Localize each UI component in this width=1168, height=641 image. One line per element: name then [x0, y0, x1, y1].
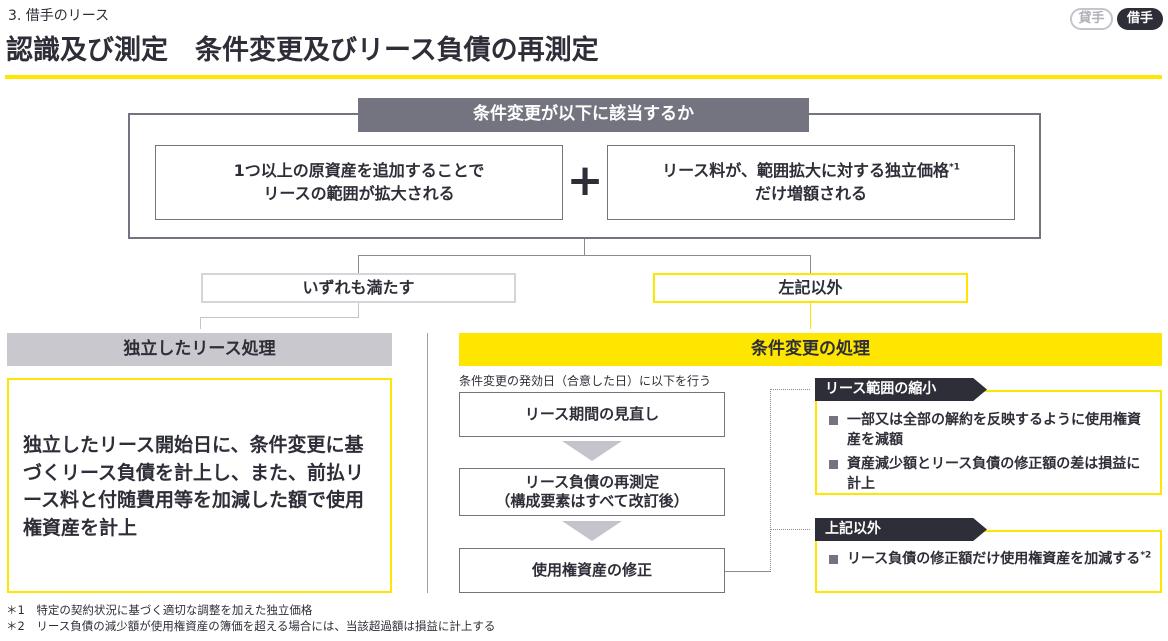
connector [358, 255, 359, 273]
footnote-2: ＊2 リース負債の減少額が使用権資産の簿価を超える場合には、当該超過額は損益に計… [6, 619, 496, 633]
condition-header: 条件変更が以下に該当するか [358, 98, 809, 132]
reduce-box: 一部又は全部の解約を反映するように使用権資産を減額 資産減少額とリース負債の修正… [815, 390, 1162, 495]
page-title: 認識及び測定 条件変更及びリース負債の再測定 [6, 35, 599, 66]
dotted-connector [770, 389, 810, 390]
separate-header: 独立したリース処理 [7, 333, 392, 366]
otherwise-bullet: リース負債の修正額だけ使用権資産を加減する*2 [827, 549, 1152, 569]
otherwise-box: リース負債の修正額だけ使用権資産を加減する*2 [815, 530, 1162, 593]
reduce-bullet: 一部又は全部の解約を反映するように使用権資産を減額 [827, 410, 1152, 451]
down-arrow-icon [562, 441, 622, 461]
step-1: リース期間の見直し [459, 392, 725, 437]
dotted-connector [770, 529, 810, 530]
badge-lessee: 借手 [1117, 8, 1163, 30]
branch-both: いずれも満たす [201, 273, 516, 303]
arrow-line [200, 317, 359, 318]
section-label: 3. 借手のリース [8, 8, 110, 24]
connector [810, 255, 811, 273]
connector [358, 255, 811, 256]
separate-body: 独立したリース開始日に、条件変更に基づくリース負債を計上し、また、前払リース料と… [23, 434, 365, 539]
reduce-tag: リース範囲の縮小 [815, 378, 987, 401]
condition-right-text: リース料が、範囲拡大に対する独立価格 [662, 161, 949, 181]
down-arrow-icon [562, 521, 622, 541]
modification-intro: 条件変更の発効日（合意した日）に以下を行う [459, 374, 712, 388]
connector [584, 239, 585, 255]
condition-right-text2: だけ増額される [754, 183, 867, 203]
step-2: リース負債の再測定 （構成要素はすべて改訂後） [459, 468, 725, 516]
condition-right: リース料が、範囲拡大に対する独立価格*1 だけ増額される [607, 145, 1015, 220]
condition-left: 1つ以上の原資産を追加することで リースの範囲が拡大される [155, 145, 563, 220]
footnote-ref-1: *1 [948, 162, 960, 173]
footnote-ref-2: *2 [1140, 550, 1152, 561]
plus-icon: + [566, 155, 604, 207]
arrow-line [200, 317, 201, 329]
badge-lessor: 貸手 [1070, 8, 1113, 30]
otherwise-bullet-text: リース負債の修正額だけ使用権資産を加減する [847, 551, 1141, 567]
separate-body-box: 独立したリース開始日に、条件変更に基づくリース負債を計上し、また、前払リース料と… [7, 378, 392, 593]
dotted-connector [770, 389, 771, 572]
footnote-1: ＊1 特定の契約状況に基づく適切な調整を加えた独立価格 [6, 603, 313, 617]
step-3: 使用権資産の修正 [459, 548, 725, 593]
divider [427, 333, 428, 593]
connector [725, 571, 770, 572]
modification-header: 条件変更の処理 [459, 333, 1162, 366]
reduce-bullet: 資産減少額とリース負債の修正額の差は損益に計上 [827, 454, 1152, 495]
branch-other: 左記以外 [653, 273, 968, 303]
title-underline [5, 75, 1162, 79]
otherwise-tag: 上記以外 [815, 518, 987, 541]
arrow-line [358, 303, 359, 317]
arrow-line [810, 303, 811, 329]
